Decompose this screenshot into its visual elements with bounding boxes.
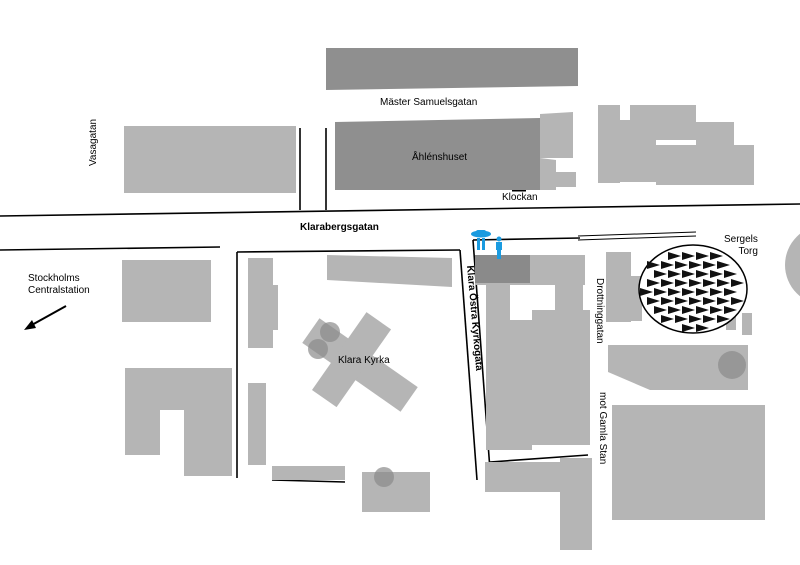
- label-mot-gamla-stan: mot Gamla Stan: [597, 392, 608, 465]
- plaza-triangle: [661, 315, 674, 323]
- plaza-triangle: [689, 279, 702, 287]
- plaza-triangle: [724, 270, 737, 278]
- label-sergels-torg: Sergels Torg: [724, 234, 758, 257]
- building-label-klara-kyrka: Klara Kyrka: [338, 355, 390, 366]
- plaza-triangle: [675, 297, 688, 305]
- plaza-triangle: [668, 270, 681, 278]
- street-label-vasagatan: Vasagatan: [88, 118, 99, 166]
- plaza-triangle: [668, 306, 681, 314]
- plaza-triangle: [696, 288, 709, 296]
- buildings: [122, 48, 800, 550]
- plaza-triangle: [717, 315, 730, 323]
- plaza-triangle: [675, 261, 688, 269]
- plaza-triangle: [703, 261, 716, 269]
- plaza-triangle: [668, 288, 681, 296]
- plaza-triangle: [661, 279, 674, 287]
- building-master-samuelsgatan: [326, 48, 578, 90]
- plaza-triangle: [654, 270, 667, 278]
- building-ahlenshuset[interactable]: [335, 118, 540, 190]
- plaza-triangle: [717, 297, 730, 305]
- plaza-triangle: [647, 261, 660, 269]
- plaza-triangle: [689, 315, 702, 323]
- street-label-master-samuelsgatan: Mäster Samuelsgatan: [380, 97, 478, 108]
- plaza-triangle: [696, 306, 709, 314]
- plaza-triangle: [710, 288, 723, 296]
- plaza-triangle: [689, 297, 702, 305]
- plaza-triangle: [717, 279, 730, 287]
- plaza-triangle: [731, 297, 744, 305]
- plaza-triangle: [668, 252, 681, 260]
- plaza-triangle: [696, 270, 709, 278]
- plaza-triangle: [661, 261, 674, 269]
- plaza-triangle: [703, 279, 716, 287]
- plaza-triangle: [675, 279, 688, 287]
- plaza-triangle: [689, 261, 702, 269]
- plaza-triangle: [675, 315, 688, 323]
- building-klockan: [556, 172, 576, 187]
- plaza-triangle: [717, 261, 730, 269]
- plaza-triangle: [710, 270, 723, 278]
- plaza-triangle: [647, 297, 660, 305]
- street-label-klarabergsgatan: Klarabergsgatan: [300, 222, 379, 233]
- plaza-triangle: [682, 288, 695, 296]
- plaza-triangle: [703, 315, 716, 323]
- plaza-triangle: [647, 279, 660, 287]
- sergels-torg-pattern-icon[interactable]: [638, 244, 748, 334]
- street-label-drottninggatan: Drottninggatan: [594, 278, 605, 344]
- plaza-triangle: [724, 306, 737, 314]
- plaza-triangle: [654, 306, 667, 314]
- plaza-triangle: [703, 297, 716, 305]
- plaza-triangle: [710, 306, 723, 314]
- arrow-down-left-icon: [24, 305, 67, 330]
- building-label-ahlenshuset: Åhlénshuset: [412, 152, 468, 163]
- plaza-triangle: [654, 288, 667, 296]
- plaza-triangle: [724, 288, 737, 296]
- plaza-triangle: [682, 324, 695, 332]
- plaza-triangle: [661, 297, 674, 305]
- plaza-triangle: [682, 270, 695, 278]
- label-klockan: Klockan: [502, 192, 538, 203]
- plaza-triangle: [640, 288, 653, 296]
- plaza-triangle: [682, 252, 695, 260]
- plaza-triangle: [696, 252, 709, 260]
- plaza-triangle: [710, 252, 723, 260]
- plaza-triangle: [731, 279, 744, 287]
- plaza-triangle: [682, 306, 695, 314]
- label-stockholms-centralstation: Stockholms Centralstation: [28, 273, 90, 296]
- plaza-triangle: [696, 324, 709, 332]
- people-and-car-marker-icon[interactable]: [471, 230, 502, 259]
